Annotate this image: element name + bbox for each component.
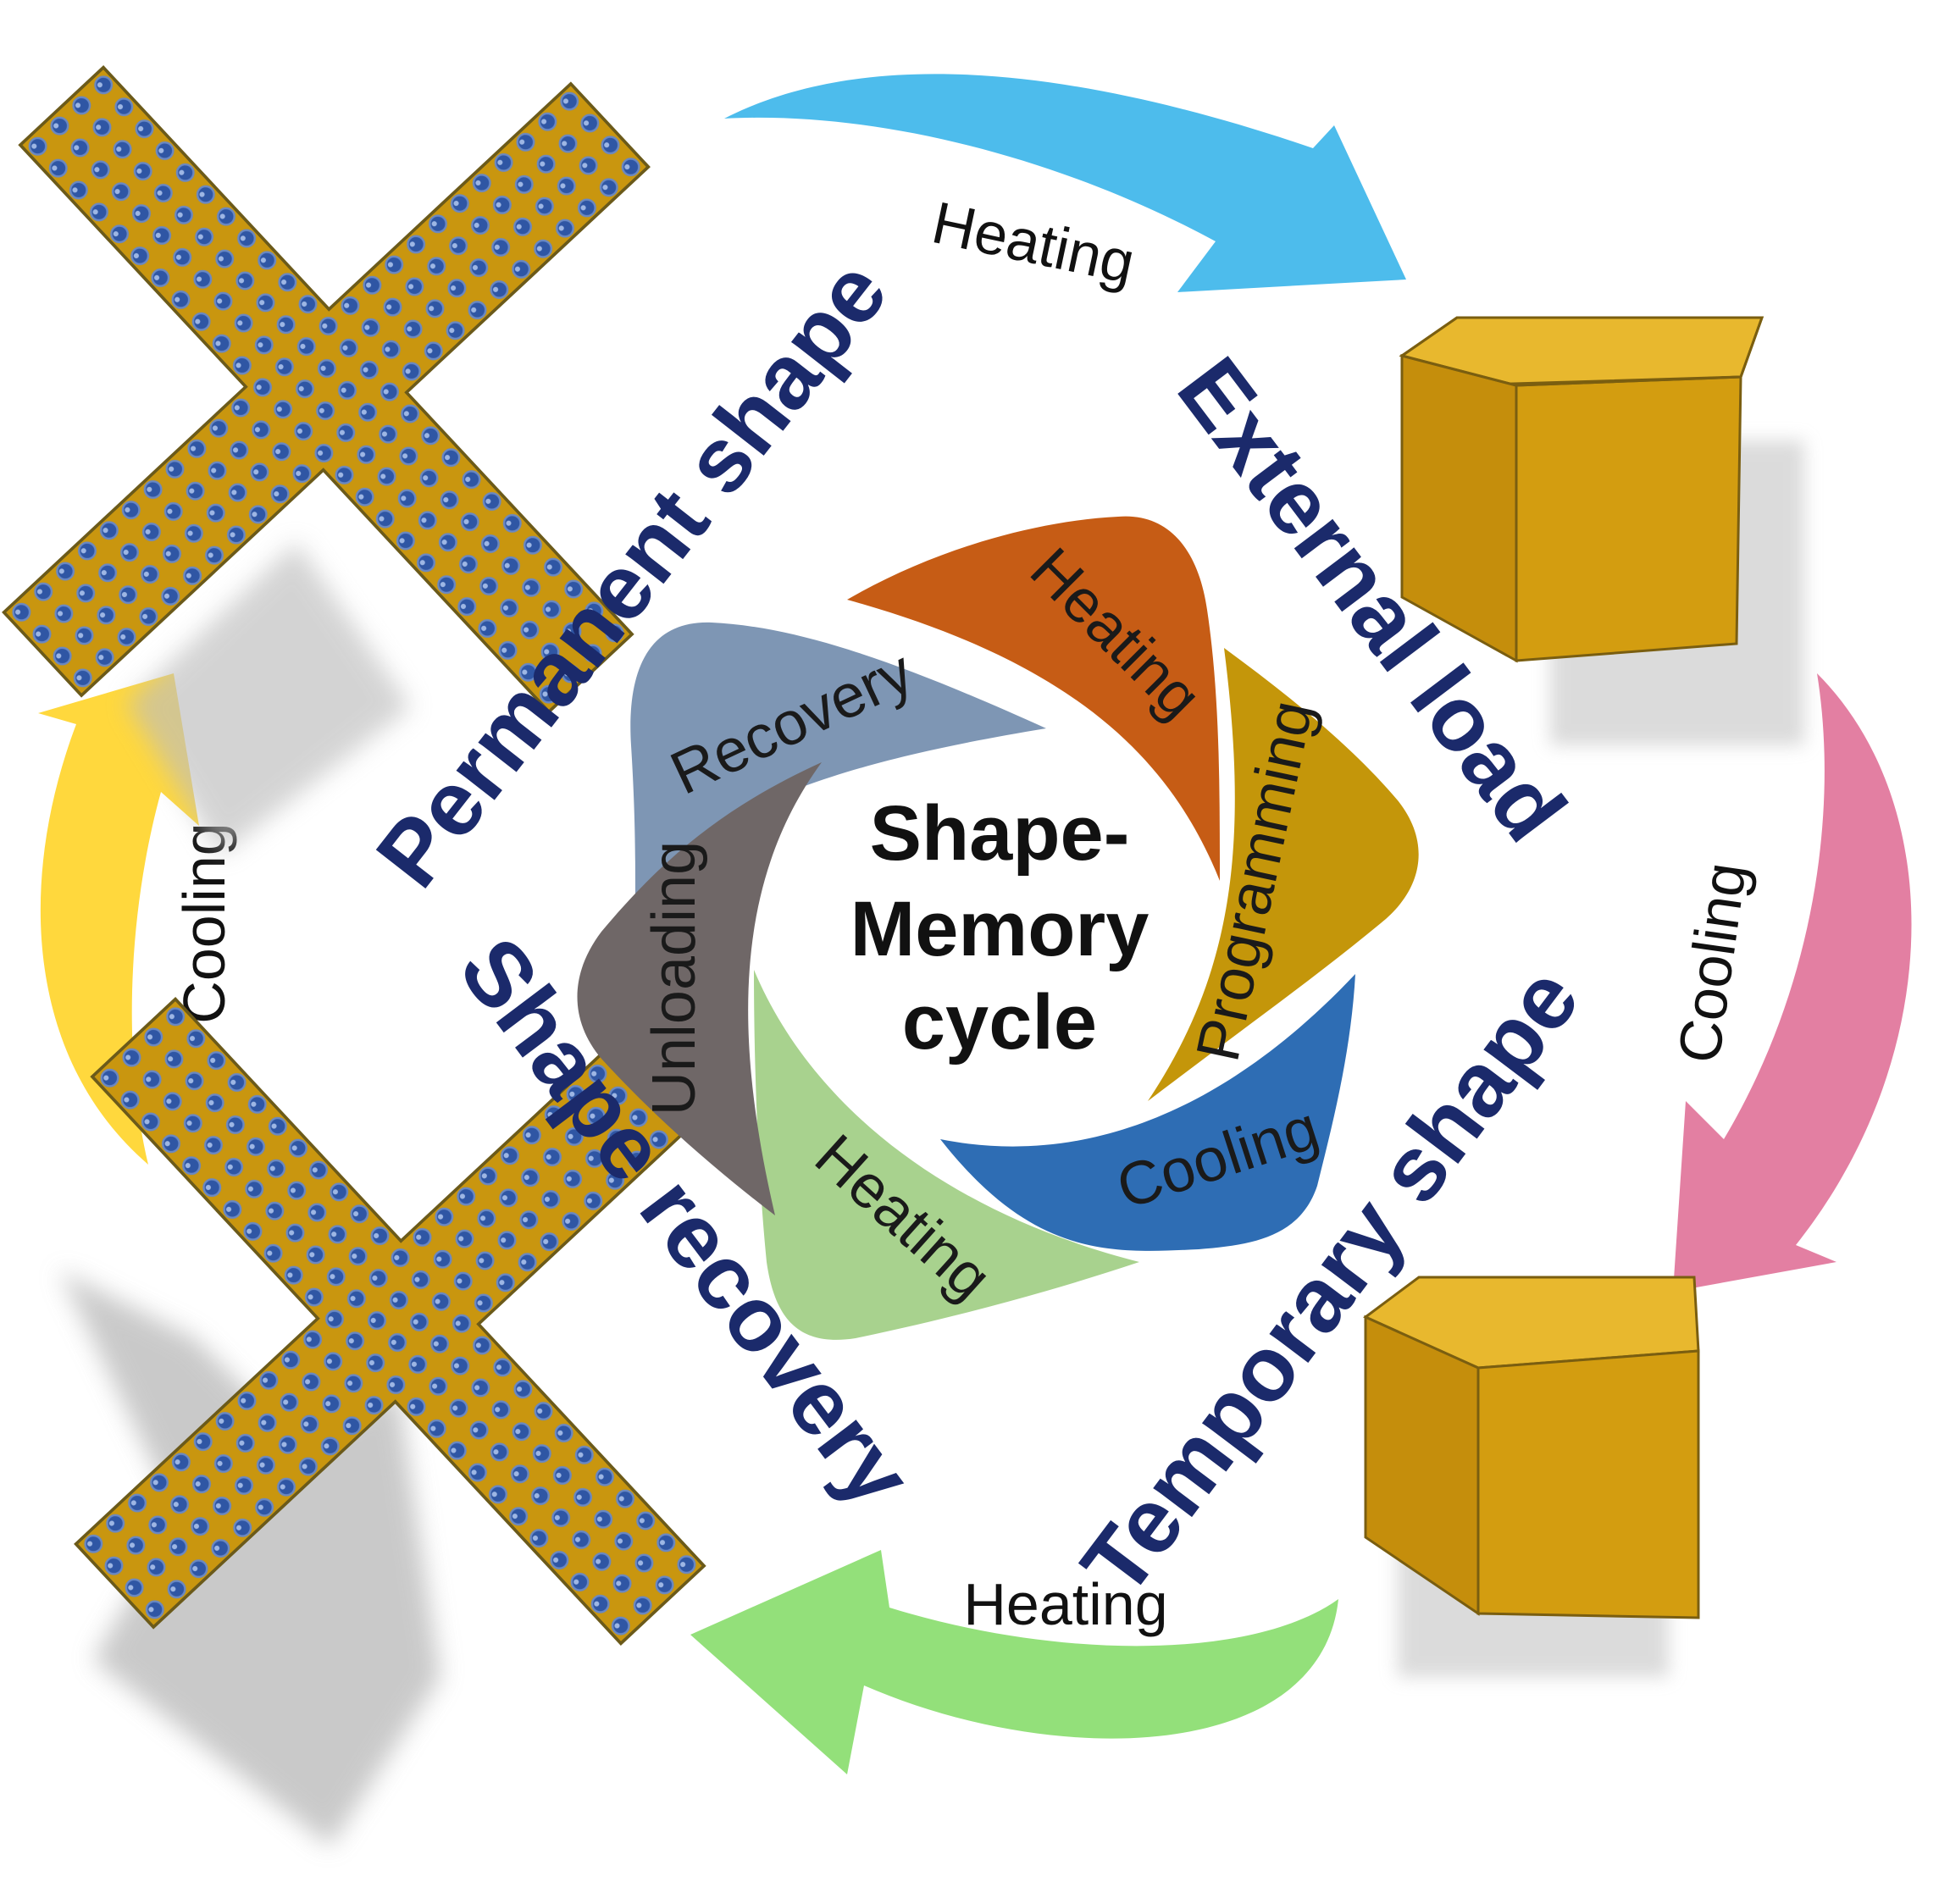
- petal-unloading-label: Unloading: [640, 841, 708, 1115]
- center-title-line3: cycle: [902, 979, 1097, 1065]
- arrow-right-cooling: Cooling: [1665, 673, 1912, 1292]
- arrow-right-label: Cooling: [1665, 859, 1759, 1067]
- shape-recovery-net: [59, 997, 723, 1846]
- center-title-line2: Memory: [850, 886, 1150, 972]
- center-title: Shape- Memory cycle: [850, 790, 1150, 1065]
- cube-external-load: [1399, 316, 1804, 745]
- arrow-bottom-label: Heating: [963, 1571, 1167, 1637]
- center-title-line1: Shape-: [870, 790, 1130, 877]
- cube-temporary-shape: [1363, 1276, 1700, 1677]
- permanent-shape-net: [2, 65, 651, 855]
- arrow-left-label: Cooling: [171, 822, 237, 1023]
- arrow-top-label: Heating: [927, 189, 1140, 296]
- arrow-bottom-heating: Heating: [690, 1550, 1338, 1774]
- arrow-left-cooling: Cooling: [38, 673, 237, 1165]
- petal-unloading: Unloading: [577, 762, 822, 1215]
